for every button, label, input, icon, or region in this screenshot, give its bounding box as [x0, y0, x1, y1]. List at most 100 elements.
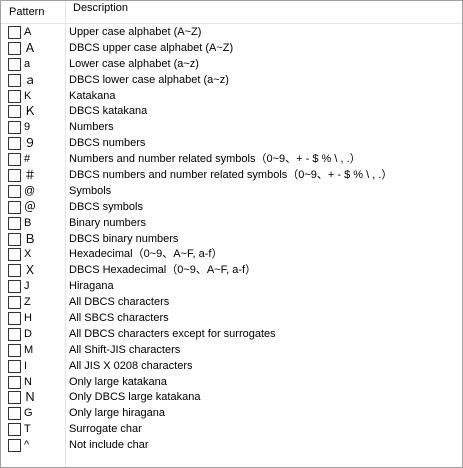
list-header: Pattern Description: [1, 1, 462, 24]
list-item[interactable]: M All Shift-JIS characters: [1, 343, 462, 359]
row-pattern: @: [24, 184, 36, 197]
row-pattern: H: [24, 312, 32, 325]
row-checkbox[interactable]: [8, 439, 21, 453]
row-description: DBCS numbers: [69, 137, 146, 150]
row-checkbox[interactable]: [8, 41, 21, 55]
row-pattern: D: [24, 327, 32, 340]
row-checkbox[interactable]: [8, 105, 21, 119]
row-pattern: Ｎ: [24, 390, 37, 405]
column-header-pattern[interactable]: Pattern: [9, 6, 45, 18]
row-checkbox[interactable]: [8, 375, 21, 389]
row-description: Only large hiragana: [69, 407, 166, 420]
row-pattern: ^: [24, 439, 30, 452]
list-item[interactable]: ＠ DBCS symbols: [1, 200, 462, 216]
row-description: DBCS binary numbers: [69, 232, 179, 245]
list-item[interactable]: ^ Not include char: [1, 438, 462, 454]
column-header-description[interactable]: Description: [73, 2, 129, 14]
row-description: Upper case alphabet (A~Z): [69, 26, 202, 38]
row-description: All Shift-JIS characters: [69, 343, 181, 356]
row-description: DBCS lower case alphabet (a~z): [69, 73, 229, 86]
row-description: Hiragana: [69, 280, 114, 293]
list-item[interactable]: Ａ DBCS upper case alphabet (A~Z): [1, 41, 462, 57]
list-item[interactable]: Ｎ Only DBCS large katakana: [1, 390, 462, 406]
row-pattern: Z: [24, 296, 31, 309]
row-pattern: I: [24, 359, 28, 372]
list-item[interactable]: ＃ DBCS numbers and number related symbols…: [1, 168, 462, 184]
row-description: Katakana: [69, 89, 116, 102]
row-description: Numbers: [69, 121, 114, 134]
row-pattern: a: [24, 57, 31, 70]
row-pattern: K: [24, 89, 32, 102]
row-checkbox[interactable]: [8, 407, 21, 421]
row-checkbox[interactable]: [8, 327, 21, 341]
row-checkbox[interactable]: [8, 57, 21, 71]
row-checkbox[interactable]: [8, 26, 21, 39]
row-checkbox[interactable]: [8, 121, 21, 135]
row-checkbox[interactable]: [8, 73, 21, 87]
row-description: DBCS symbols: [69, 200, 143, 213]
column-separator[interactable]: [65, 1, 66, 23]
row-pattern: Ａ: [24, 40, 37, 55]
row-checkbox[interactable]: [8, 264, 21, 278]
row-checkbox[interactable]: [8, 391, 21, 405]
row-description: All DBCS characters: [69, 296, 170, 309]
row-description: Symbols: [69, 184, 112, 197]
list-item[interactable]: D All DBCS characters except for surrogat…: [1, 327, 462, 343]
list-item[interactable]: Ｂ DBCS binary numbers: [1, 232, 462, 248]
row-description: Not include char: [69, 439, 149, 452]
row-checkbox[interactable]: [8, 153, 21, 167]
row-pattern: Ｋ: [24, 104, 37, 119]
row-pattern: M: [24, 343, 34, 356]
row-pattern: Ｘ: [24, 263, 37, 278]
row-pattern: X: [24, 248, 32, 261]
row-description: DBCS upper case alphabet (A~Z): [69, 41, 234, 54]
row-checkbox[interactable]: [8, 248, 21, 262]
list-item[interactable]: Z All DBCS characters: [1, 295, 462, 311]
row-checkbox[interactable]: [8, 200, 21, 214]
list-item[interactable]: @ Symbols: [1, 184, 462, 200]
row-checkbox[interactable]: [8, 89, 21, 103]
list-item[interactable]: H All SBCS characters: [1, 311, 462, 327]
row-pattern: ＠: [24, 199, 37, 214]
row-description: Surrogate char: [69, 423, 142, 436]
list-item[interactable]: J Hiragana: [1, 279, 462, 295]
row-checkbox[interactable]: [8, 184, 21, 198]
row-description: Lower case alphabet (a~z): [69, 57, 199, 70]
list-item[interactable]: K Katakana: [1, 89, 462, 105]
row-checkbox[interactable]: [8, 232, 21, 246]
row-checkbox[interactable]: [8, 343, 21, 357]
list-item[interactable]: #Numbers and number related symbols（0~9、…: [1, 152, 462, 168]
row-description: Only DBCS large katakana: [69, 391, 201, 404]
row-description: DBCS numbers and number related symbols（…: [69, 169, 393, 182]
row-checkbox[interactable]: [8, 312, 21, 326]
row-checkbox[interactable]: [8, 137, 21, 151]
row-pattern: Ｂ: [24, 231, 37, 246]
row-description: All SBCS characters: [69, 312, 169, 325]
row-pattern: G: [24, 407, 33, 420]
row-checkbox[interactable]: [8, 423, 21, 437]
list-item[interactable]: G Only large hiragana: [1, 406, 462, 422]
row-pattern: J: [24, 280, 30, 293]
row-checkbox[interactable]: [8, 216, 21, 230]
row-checkbox[interactable]: [8, 359, 21, 373]
row-pattern: ＃: [24, 168, 37, 183]
row-pattern: B: [24, 216, 32, 229]
row-description: All DBCS characters except for surrogate…: [69, 327, 276, 340]
row-checkbox[interactable]: [8, 280, 21, 294]
row-checkbox[interactable]: [8, 169, 21, 183]
list-item[interactable]: a Lower case alphabet (a~z): [1, 57, 462, 73]
row-checkbox[interactable]: [8, 296, 21, 310]
